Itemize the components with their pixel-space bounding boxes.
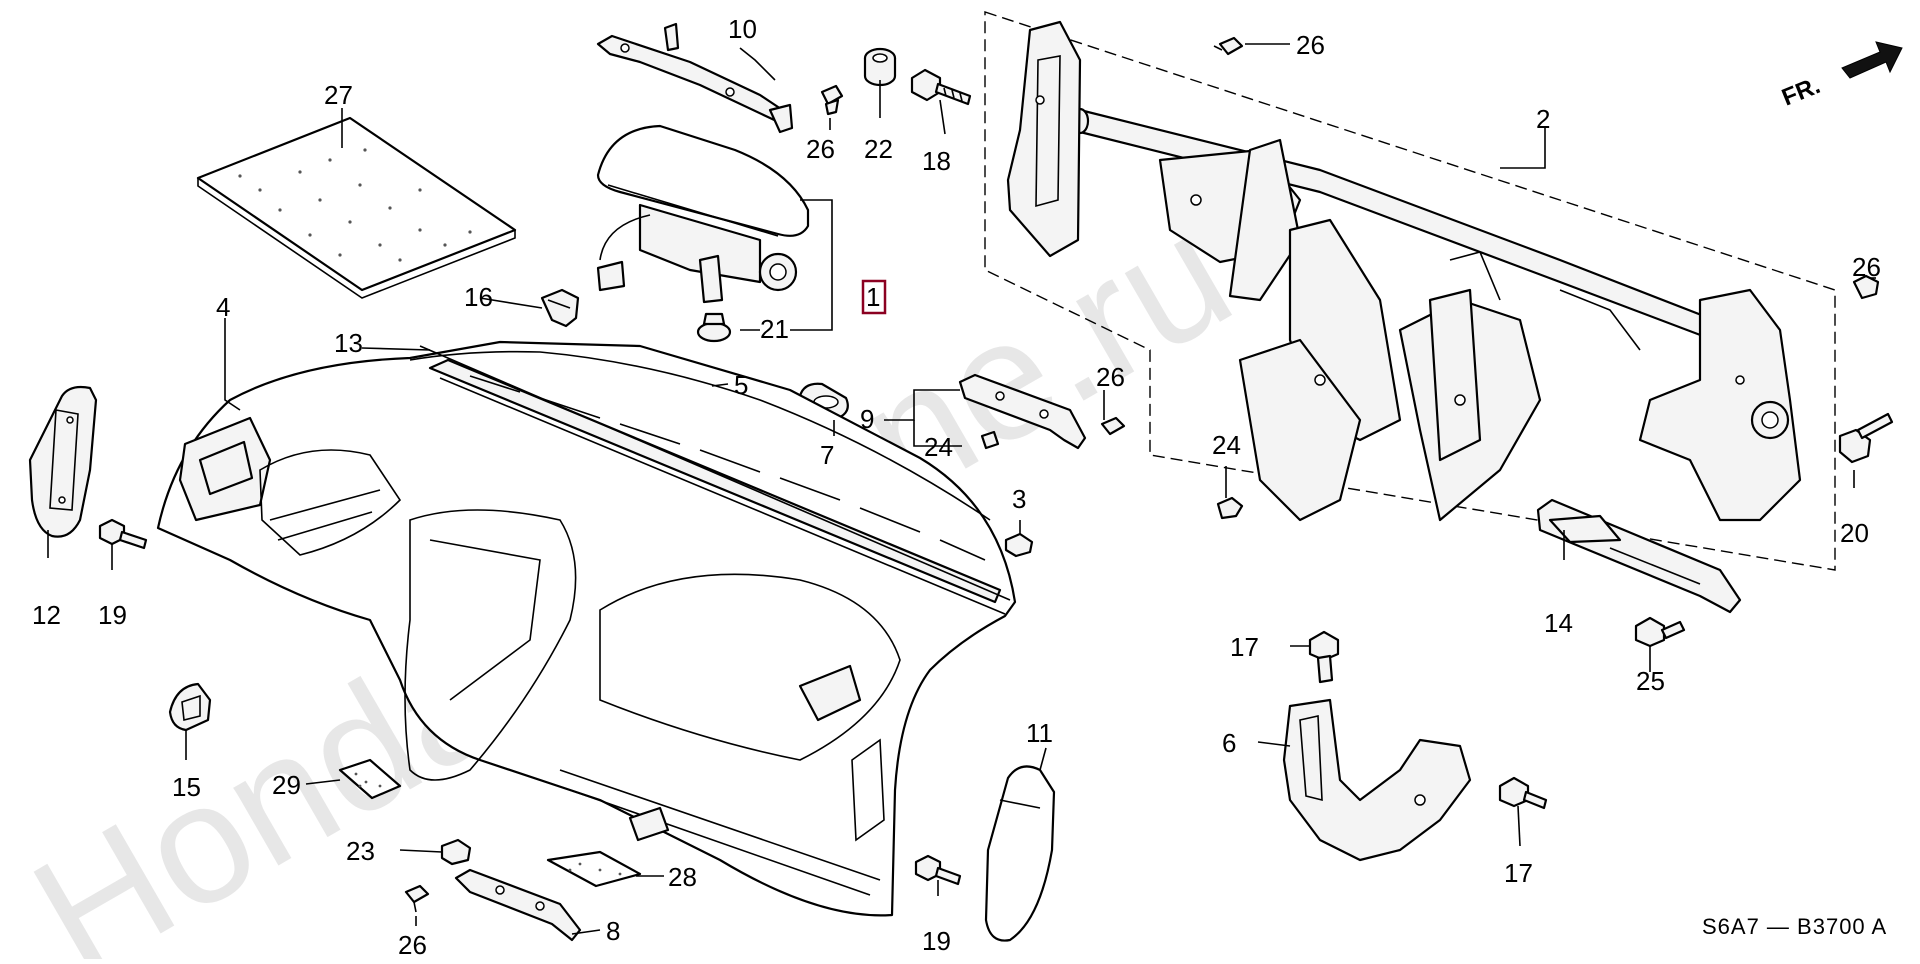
callout-26d: 26 bbox=[1096, 362, 1125, 392]
part-22-grommet bbox=[863, 47, 897, 87]
part-26-bolt-right bbox=[1852, 274, 1880, 300]
callout-4: 4 bbox=[216, 292, 230, 322]
callout-7: 7 bbox=[820, 440, 834, 470]
part-17-bolt-lower bbox=[1498, 776, 1548, 810]
part-11-side-cover bbox=[984, 765, 1056, 942]
callout-1: 1 bbox=[866, 282, 880, 312]
part-28-pad bbox=[546, 850, 642, 888]
part-23-clip bbox=[440, 838, 472, 866]
diagram-code: S6A7 — B3700 A bbox=[1702, 914, 1887, 939]
part-9-bracket bbox=[958, 373, 1087, 450]
callout-3: 3 bbox=[1012, 484, 1026, 514]
callout-24b: 24 bbox=[1212, 430, 1241, 460]
callout-26c: 26 bbox=[1852, 252, 1881, 282]
callout-26e: 26 bbox=[398, 930, 427, 959]
callout-11: 11 bbox=[1026, 718, 1053, 748]
part-21-nut bbox=[696, 312, 732, 343]
part-6-knee-bracket bbox=[1282, 698, 1472, 862]
part-2-steering-hanger bbox=[1006, 20, 1802, 522]
callout-13: 13 bbox=[334, 328, 363, 358]
callout-8: 8 bbox=[606, 916, 620, 946]
callout-19a: 19 bbox=[98, 600, 127, 630]
callout-23: 23 bbox=[346, 836, 375, 866]
part-13-molding bbox=[419, 345, 1011, 601]
callout-15: 15 bbox=[172, 772, 201, 802]
callout-1-box bbox=[861, 279, 887, 315]
callout-6: 6 bbox=[1222, 728, 1236, 758]
leader-lines bbox=[47, 43, 1876, 935]
callout-28: 28 bbox=[668, 862, 697, 892]
callout-25: 25 bbox=[1636, 666, 1665, 696]
callout-27: 27 bbox=[324, 80, 353, 110]
part-25-bolt bbox=[1634, 616, 1686, 648]
part-20-bolt bbox=[1838, 412, 1894, 464]
part-18-bolt bbox=[910, 68, 972, 106]
front-direction-arrow-icon: FR. bbox=[1778, 41, 1903, 112]
part-19-bolt-left bbox=[98, 518, 148, 550]
callout-18: 18 bbox=[922, 146, 951, 176]
callout-26a: 26 bbox=[806, 134, 835, 164]
callout-12: 12 bbox=[32, 600, 61, 630]
callout-labels: 1 2 3 4 5 6 7 8 9 10 11 12 13 14 15 16 1… bbox=[32, 14, 1881, 960]
part-26-bolt-bottom bbox=[404, 884, 430, 913]
callout-20: 20 bbox=[1840, 518, 1869, 548]
callout-5: 5 bbox=[734, 370, 748, 400]
part-4-instrument-panel bbox=[156, 340, 1017, 917]
part-29-pad bbox=[338, 758, 402, 800]
part-12-side-cover bbox=[28, 385, 98, 538]
callout-14: 14 bbox=[1544, 608, 1573, 638]
part-26-bolt-hanger-top bbox=[1213, 36, 1244, 56]
part-14-lower-stay bbox=[1536, 498, 1742, 614]
callout-16: 16 bbox=[464, 282, 493, 312]
callout-26b: 26 bbox=[1296, 30, 1325, 60]
part-26-clip-top bbox=[820, 84, 844, 116]
callout-22: 22 bbox=[864, 134, 893, 164]
callout-19b: 19 bbox=[922, 926, 951, 956]
part-27-dash-pad bbox=[196, 116, 517, 299]
front-direction-label: FR. bbox=[1778, 72, 1824, 112]
part-24-nut-hanger bbox=[1216, 496, 1244, 520]
callout-9: 9 bbox=[860, 404, 874, 434]
callout-29: 29 bbox=[272, 770, 301, 800]
part-26-bolt-mid bbox=[1100, 416, 1126, 436]
callout-21: 21 bbox=[760, 314, 789, 344]
part-3-clip bbox=[1004, 532, 1034, 558]
part-16-clip bbox=[540, 288, 580, 328]
callout-17b: 17 bbox=[1504, 858, 1533, 888]
part-10-upper-bracket bbox=[596, 22, 794, 134]
part-17-bolt-upper bbox=[1308, 630, 1340, 684]
callout-10: 10 bbox=[728, 14, 757, 44]
part-8-lower-bracket bbox=[454, 868, 582, 942]
callout-24a: 24 bbox=[924, 432, 953, 462]
part-19-bolt-right bbox=[914, 854, 962, 886]
part-1-passenger-airbag bbox=[596, 124, 810, 304]
part-15-cover bbox=[168, 682, 212, 732]
callout-17a: 17 bbox=[1230, 632, 1259, 662]
callout-2: 2 bbox=[1536, 104, 1550, 134]
